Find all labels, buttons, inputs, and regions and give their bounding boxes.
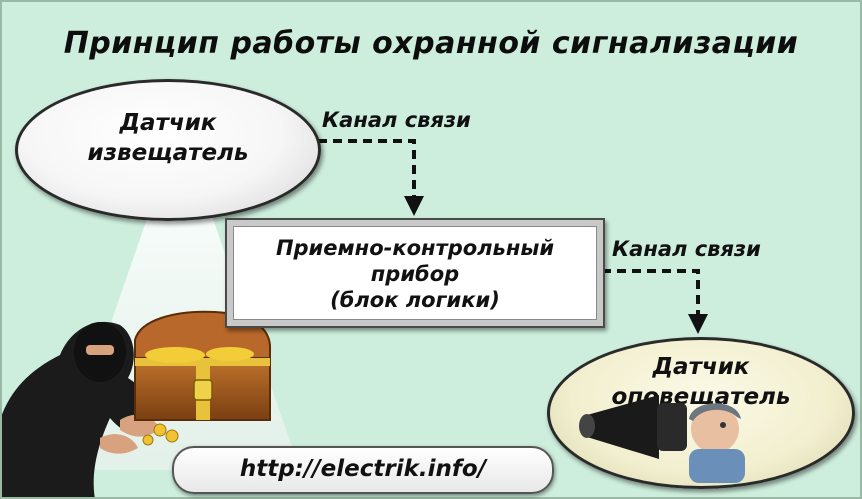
arrowhead-1 bbox=[404, 196, 424, 216]
megaphone-boy-icon bbox=[579, 395, 745, 483]
notifier-label-line1: Датчик bbox=[652, 354, 750, 380]
controller-label-line3: (блок логики) bbox=[330, 288, 500, 312]
arrowhead-2 bbox=[688, 314, 708, 334]
page-title: Принцип работы охранной сигнализации bbox=[63, 26, 799, 61]
channel-arrow-1 bbox=[318, 139, 416, 202]
controller-label: Приемно-контрольный прибор (блок логики) bbox=[234, 235, 596, 313]
sensor-node: Датчик извещатель bbox=[15, 79, 321, 221]
sensor-label-line2: извещатель bbox=[87, 140, 249, 166]
notifier-node: Датчик оповещатель bbox=[547, 337, 855, 489]
controller-label-line2: прибор bbox=[370, 262, 460, 286]
source-url-banner: http://electrik.info/ bbox=[172, 446, 554, 494]
source-url: http://electrik.info/ bbox=[239, 456, 487, 482]
controller-node: Приемно-контрольный прибор (блок логики) bbox=[225, 218, 605, 328]
channel-arrow-2 bbox=[602, 269, 700, 318]
controller-label-line1: Приемно-контрольный bbox=[275, 236, 555, 260]
channel-label-2: Канал связи bbox=[612, 237, 761, 261]
channel-label-1: Канал связи bbox=[322, 108, 471, 132]
controller-panel: Приемно-контрольный прибор (блок логики) bbox=[233, 226, 597, 320]
sensor-label-line1: Датчик bbox=[119, 110, 217, 136]
